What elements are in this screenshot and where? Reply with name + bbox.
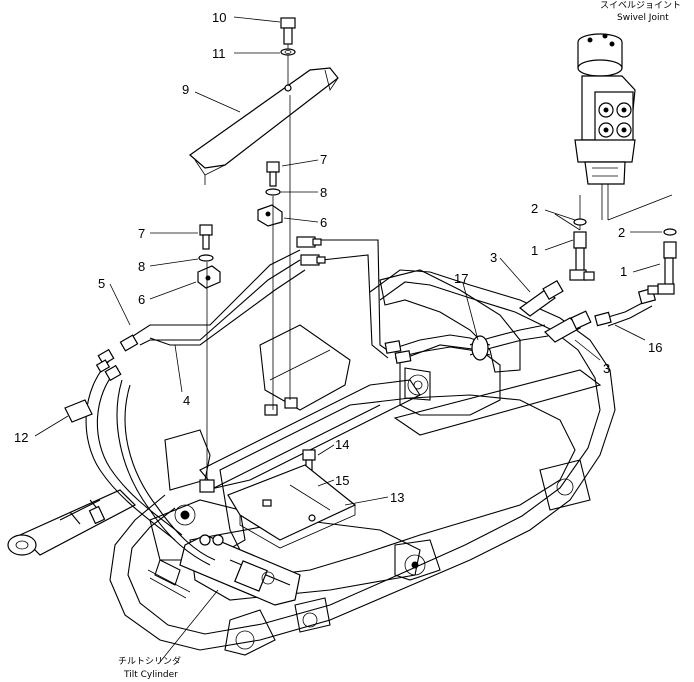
tilt-cylinder-caption-jp: チルトシリンダ xyxy=(118,655,181,667)
label-14: 14 xyxy=(335,437,349,452)
label-17: 17 xyxy=(454,271,468,286)
hose-lines xyxy=(64,239,653,566)
tilt-cylinder-caption-en: Tilt Cylinder xyxy=(123,670,178,680)
label-16: 16 xyxy=(648,340,662,355)
label-15: 15 xyxy=(335,473,349,488)
label-1-left: 1 xyxy=(531,243,538,258)
label-7-lower: 7 xyxy=(138,226,145,241)
label-8-lower: 8 xyxy=(138,259,145,274)
label-7-upper: 7 xyxy=(320,152,327,167)
label-13: 13 xyxy=(390,490,404,505)
leader-lines xyxy=(34,16,662,663)
label-2-left: 2 xyxy=(531,201,538,216)
label-6-lower: 6 xyxy=(138,292,145,307)
swivel-joint-caption-jp: スイベルジョイント xyxy=(600,1,681,11)
tilt-cylinder xyxy=(147,534,301,606)
swivel-joint xyxy=(554,33,673,231)
part-number-labels: 10 11 9 7 8 6 7 8 6 5 4 12 14 15 13 17 3… xyxy=(14,10,662,505)
label-12: 12 xyxy=(14,430,28,445)
label-3-upper: 3 xyxy=(490,250,497,265)
label-3-lower: 3 xyxy=(603,361,610,376)
elbow-fittings xyxy=(569,218,677,295)
label-11: 11 xyxy=(212,46,226,61)
label-8-upper: 8 xyxy=(320,185,327,200)
label-4: 4 xyxy=(183,393,190,408)
label-5: 5 xyxy=(98,276,105,291)
clamps-bolts xyxy=(197,95,317,520)
label-6-upper: 6 xyxy=(320,215,327,230)
label-2-right: 2 xyxy=(618,225,625,240)
label-10: 10 xyxy=(212,10,226,25)
captions: スイベルジョイント Swivel Joint チルトシリンダ Tilt Cyli… xyxy=(118,1,681,680)
label-1-right: 1 xyxy=(620,264,627,279)
frame-structure xyxy=(109,269,616,656)
fittings xyxy=(95,236,657,546)
label-9: 9 xyxy=(182,82,189,97)
swivel-joint-caption-en: Swivel Joint xyxy=(617,13,669,23)
left-cylinder-arm xyxy=(7,489,137,556)
cover-plate xyxy=(189,17,339,185)
